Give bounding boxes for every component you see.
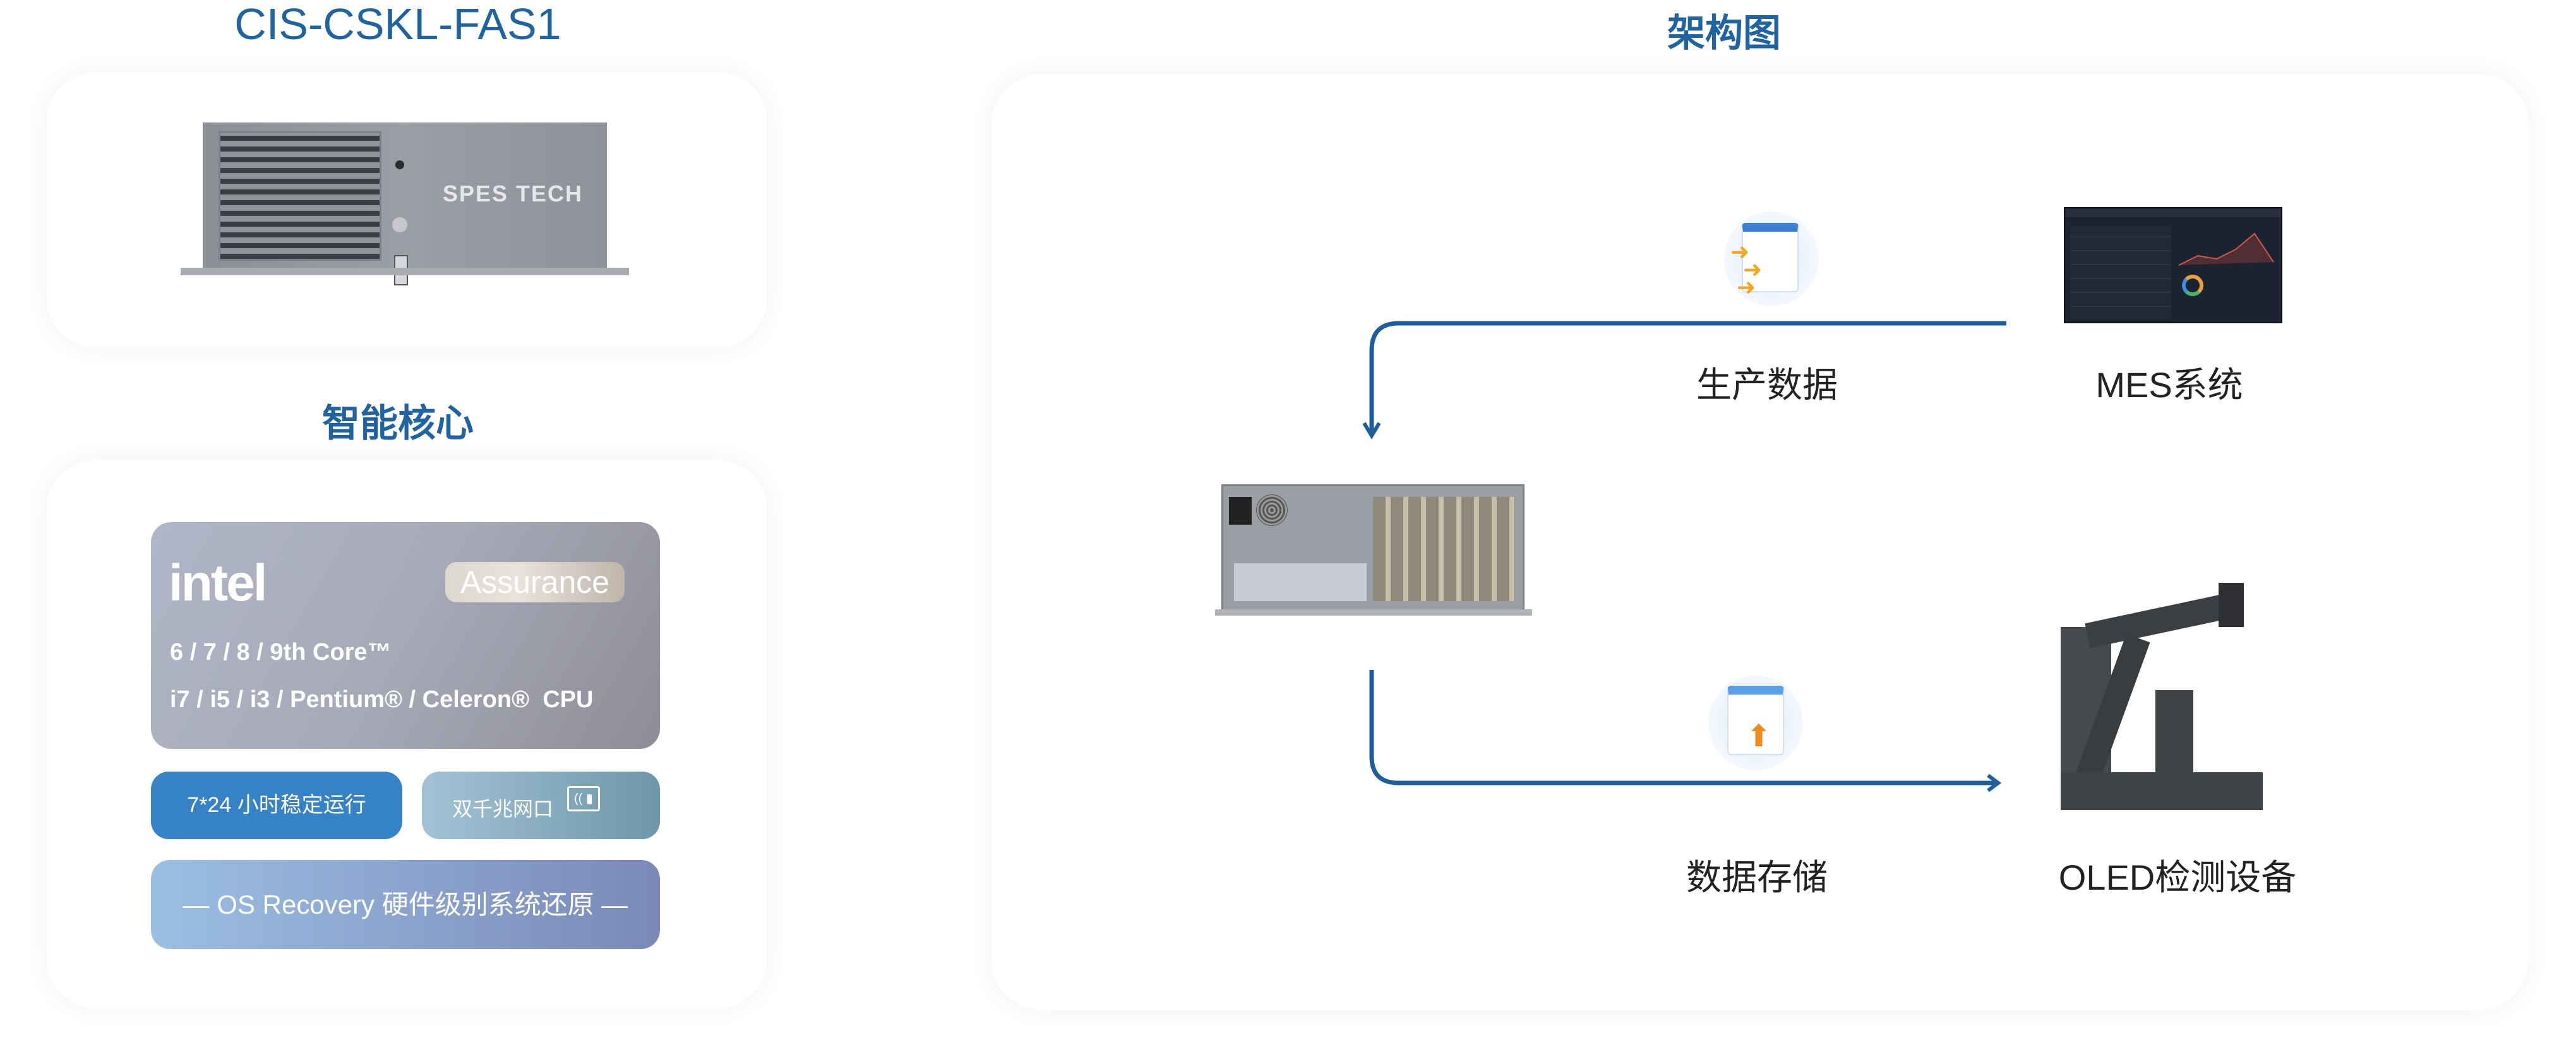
architecture-title: 架构图 (1667, 12, 1781, 54)
brand-text: SPES TECH (443, 181, 584, 206)
label-mes-system: MES系统 (2095, 365, 2243, 405)
assurance-badge: Assurance (445, 562, 625, 602)
label-production-data: 生产数据 (1696, 365, 1838, 405)
core-generations-text: 6 / 7 / 8 / 9th Core™ (170, 639, 392, 666)
feature-dual-gigabit-label: 双千兆网口 (452, 797, 554, 820)
industrial-pc-front-image: SPES TECH (181, 122, 629, 292)
oled-inspection-machine-image (2061, 583, 2266, 821)
label-oled-equipment: OLED检测设备 (2058, 857, 2297, 897)
arrow-pc-to-oled-head (1987, 773, 2001, 792)
section-title-core: 智能核心 (322, 402, 474, 445)
mes-dashboard-screenshot (2064, 207, 2282, 323)
industrial-pc-rear-image (1215, 484, 1532, 621)
product-image-card: SPES TECH (46, 72, 767, 348)
data-transfer-icon: ➜ ➜ ➜ (1724, 212, 1819, 306)
network-port-icon: (( ▮ (567, 786, 600, 811)
arrow-mes-to-pc (1369, 321, 2006, 433)
feature-dual-gigabit: 双千兆网口 (( ▮ (422, 772, 660, 839)
cpu-models-text: i7 / i5 / i3 / Pentium® / Celeron® CPU (170, 686, 594, 713)
feature-os-recovery: — OS Recovery 硬件级别系统还原 — (151, 860, 660, 949)
data-storage-icon: ⬆ (1708, 676, 1803, 770)
feature-stable-operation: 7*24 小时稳定运行 (151, 772, 402, 839)
product-title: CIS-CSKL-FAS1 (234, 0, 561, 49)
intel-cpu-panel: intel Assurance 6 / 7 / 8 / 9th Core™ i7… (151, 522, 660, 749)
intel-logo: intel (169, 554, 268, 612)
label-data-storage: 数据存储 (1686, 857, 1828, 897)
arrow-pc-to-oled (1369, 670, 1996, 785)
arrow-mes-to-pc-head (1362, 422, 1381, 439)
